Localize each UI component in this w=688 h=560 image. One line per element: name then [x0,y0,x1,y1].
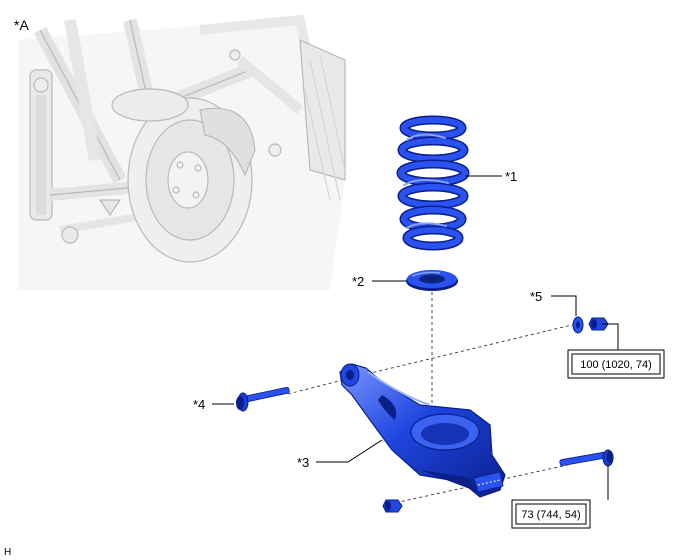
torque-box-1: 100 (1020, 74) [567,349,665,379]
bolt-lower-right [559,449,614,467]
leader-line-3 [316,439,383,463]
callout-5: *5 [530,289,542,304]
suspension-context-sketch [18,14,346,290]
torque-box-2: 73 (744, 54) [511,499,591,529]
leader-line-torque-1 [602,323,619,350]
view-label: *A [14,17,29,33]
leader-line-5 [551,295,577,316]
figure-id: H [4,547,11,558]
callout-3: *3 [297,455,309,470]
assembly-center-lines [287,292,577,505]
callout-2: *2 [352,274,364,289]
torque-value-2: 73 (744, 54) [521,509,580,521]
callout-1: *1 [505,169,517,184]
callout-4: *4 [193,397,205,412]
torque-value-1: 100 (1020, 74) [580,359,652,371]
coil-spring [396,115,470,251]
lower-control-arm [339,363,506,498]
nut-upper [588,317,609,331]
bolt-left [236,386,290,412]
spring-seat [406,270,458,291]
washer-upper [572,316,584,334]
nut-lower [382,499,403,513]
